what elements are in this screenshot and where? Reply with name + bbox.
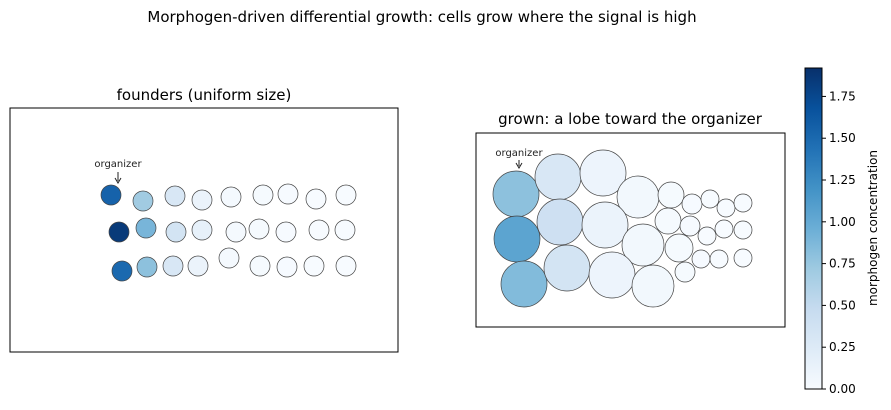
cell-founder-19 [136, 256, 158, 278]
cell-grown-9 [493, 215, 541, 263]
cell-founder-20 [162, 255, 184, 277]
cell-founder-11 [165, 221, 187, 243]
colorbar: 0.00 0.25 0.50 0.75 1.00 1.25 1.50 1.75 morphog… [804, 67, 880, 396]
organizer-arrow-grown [515, 160, 523, 169]
figure-title: Morphogen-driven differential growth: ce… [147, 8, 696, 26]
cell-grown-6 [700, 189, 720, 209]
cell-founder-10 [135, 217, 157, 239]
cell-grown-20 [543, 244, 591, 292]
cell-grown-5 [681, 193, 703, 215]
cell-founder-17 [334, 219, 356, 241]
cell-grown-22 [631, 264, 675, 308]
cell-founder-21 [187, 255, 209, 277]
cell-founder-3 [191, 189, 213, 211]
colorbar-tick-label: 0.75 [829, 257, 856, 271]
colorbar-gradient [804, 67, 823, 390]
colorbar-ticks: 0.00 0.25 0.50 0.75 1.00 1.25 1.50 1.75 [822, 89, 856, 396]
organizer-arrow-founders [114, 172, 122, 184]
cell-grown-21 [588, 251, 636, 299]
colorbar-label: morphogen concentration [866, 150, 880, 306]
cell-founder-1 [132, 190, 154, 212]
cell-grown-25 [709, 249, 729, 269]
colorbar-tick-label: 0.25 [829, 340, 856, 354]
colorbar-tick-label: 0.00 [829, 382, 856, 396]
panel-grown-title: grown: a lobe toward the organizer [498, 110, 763, 128]
cell-founder-6 [277, 183, 299, 205]
panel-grown: grown: a lobe toward the organizer organ… [475, 110, 786, 328]
colorbar-tick-label: 0.50 [829, 298, 856, 312]
cell-grown-12 [621, 223, 665, 267]
organizer-annotation-founders: organizer [94, 159, 142, 170]
cell-founder-25 [303, 255, 325, 277]
cell-founder-12 [191, 219, 213, 241]
cell-founder-4 [220, 186, 242, 208]
cell-grown-18 [733, 220, 753, 240]
colorbar-tick-label: 1.00 [829, 215, 856, 229]
panel-grown-cells [492, 149, 753, 308]
organizer-annotation-grown: organizer [495, 148, 543, 159]
cell-grown-24 [691, 249, 711, 269]
cell-founder-24 [276, 256, 298, 278]
cell-founder-15 [275, 221, 297, 243]
cell-grown-15 [679, 215, 701, 237]
cell-founder-18 [111, 260, 133, 282]
cell-grown-2 [579, 149, 627, 197]
cell-founder-13 [225, 221, 247, 243]
panel-founders-frame [9, 107, 399, 353]
panel-grown-frame [475, 132, 786, 328]
cell-grown-8 [733, 193, 753, 213]
cell-grown-1 [534, 153, 582, 201]
cell-grown-14 [664, 233, 694, 263]
cell-grown-17 [714, 219, 734, 239]
panel-founders: founders (uniform size) organizer [9, 86, 399, 353]
cell-founder-16 [308, 219, 330, 241]
cell-founder-9 [108, 221, 130, 243]
cell-grown-26 [733, 248, 753, 268]
cell-grown-7 [716, 198, 736, 218]
cell-grown-4 [657, 181, 685, 209]
cell-grown-16 [697, 226, 717, 246]
panel-founders-cells [100, 183, 357, 282]
cell-grown-0 [492, 170, 540, 218]
cell-founder-0 [100, 184, 122, 206]
cell-founder-22 [218, 247, 240, 269]
colorbar-tick-label: 1.25 [829, 173, 856, 187]
cell-grown-19 [500, 260, 548, 308]
cell-founder-23 [249, 255, 271, 277]
cell-grown-23 [674, 261, 696, 283]
colorbar-tick-label: 1.75 [829, 89, 856, 103]
cell-founder-7 [305, 188, 327, 210]
cell-founder-8 [335, 184, 357, 206]
cell-founder-14 [248, 218, 270, 240]
colorbar-tick-label: 1.50 [829, 131, 856, 145]
cell-founder-2 [164, 185, 186, 207]
cell-founder-5 [252, 184, 274, 206]
cell-grown-10 [536, 198, 584, 246]
cell-grown-13 [654, 207, 682, 235]
panel-founders-title: founders (uniform size) [117, 86, 292, 104]
cell-founder-26 [335, 255, 357, 277]
cell-grown-11 [581, 201, 629, 249]
